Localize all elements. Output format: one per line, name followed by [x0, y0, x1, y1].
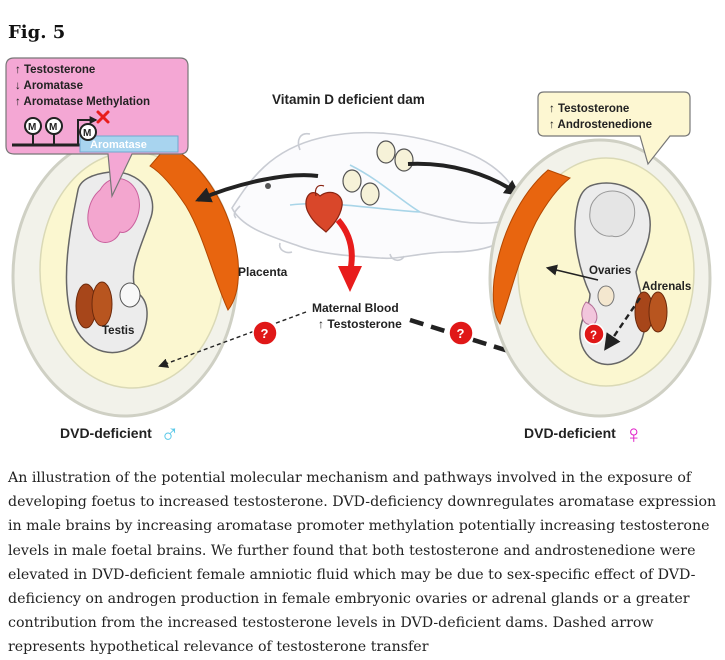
figure-label: Fig. 5 [8, 22, 66, 43]
question-mark: ? [261, 326, 269, 341]
methyl-mark [79, 123, 97, 141]
block-x-icon [96, 110, 110, 124]
female-embryo-group [488, 138, 712, 418]
red-arrowhead [338, 266, 362, 292]
methyl-mark-label: M [28, 122, 36, 133]
mechanism-diagram: ↑ Testosterone ↓ Aromatase ↑ Aromatase M… [5, 57, 712, 449]
placenta-female [492, 169, 572, 326]
dashed-arrow-to-male [158, 311, 307, 368]
male-callout-line: ↑ Testosterone [15, 64, 95, 76]
question-badge: ? [252, 320, 278, 346]
ovary-shape [597, 285, 615, 307]
heart-icon [305, 184, 343, 233]
male-sex-label: DVD-deficient [60, 425, 152, 441]
male-callout-line: ↑ Aromatase Methylation [15, 96, 150, 108]
male-callout: ↑ Testosterone ↓ Aromatase ↑ Aromatase M… [5, 57, 189, 199]
placenta-male [149, 144, 239, 311]
methyl-mark [45, 117, 63, 135]
dashed-arrow-to-female [409, 317, 560, 371]
female-callout-line: ↑ Androstenedione [549, 119, 652, 131]
female-sex-label: DVD-deficient [524, 425, 616, 441]
embryo-sac-icons [342, 140, 414, 206]
aromatase-gene-label: Aromatase [90, 139, 147, 151]
dam-to-male-arrow [195, 173, 319, 203]
dam-to-female-arrow [407, 161, 521, 196]
maternal-blood-testosterone: ↑ Testosterone [318, 317, 402, 331]
female-symbol-icon: ♀ [624, 419, 644, 449]
question-badge: ? [448, 320, 474, 346]
testis-shape [119, 282, 141, 308]
question-badge: ? [583, 323, 605, 345]
female-brain [589, 190, 636, 238]
male-callout-line: ↓ Aromatase [15, 80, 83, 92]
male-organs [75, 281, 113, 329]
methyl-mark-label: M [83, 128, 91, 139]
female-adrenal-organs [634, 291, 668, 333]
adrenals-label: Adrenals [642, 281, 691, 293]
methyl-mark [24, 117, 42, 135]
ovaries-label: Ovaries [589, 265, 631, 277]
question-mark: ? [590, 330, 597, 342]
male-embryo-group [11, 134, 239, 418]
maternal-blood-label: Maternal Blood [312, 301, 399, 315]
aromatase-gene-bar [79, 135, 179, 153]
dam-title: Vitamin D deficient dam [272, 92, 425, 107]
placenta-label: Placenta [238, 265, 288, 279]
ovaries-pointer-arrow [545, 264, 599, 281]
female-callout: ↑ Testosterone ↑ Androstenedione [537, 91, 691, 166]
female-callout-line: ↑ Testosterone [549, 103, 629, 115]
question-mark: ? [457, 326, 465, 341]
figure-caption: An illustration of the potential molecul… [8, 470, 717, 656]
dam-eye [265, 183, 271, 189]
male-symbol-icon: ♂ [160, 418, 180, 448]
methyl-mark-label: M [49, 122, 57, 133]
male-brain [87, 178, 140, 243]
testis-label: Testis [102, 325, 134, 337]
adrenals-dashed-arrow [604, 297, 641, 351]
